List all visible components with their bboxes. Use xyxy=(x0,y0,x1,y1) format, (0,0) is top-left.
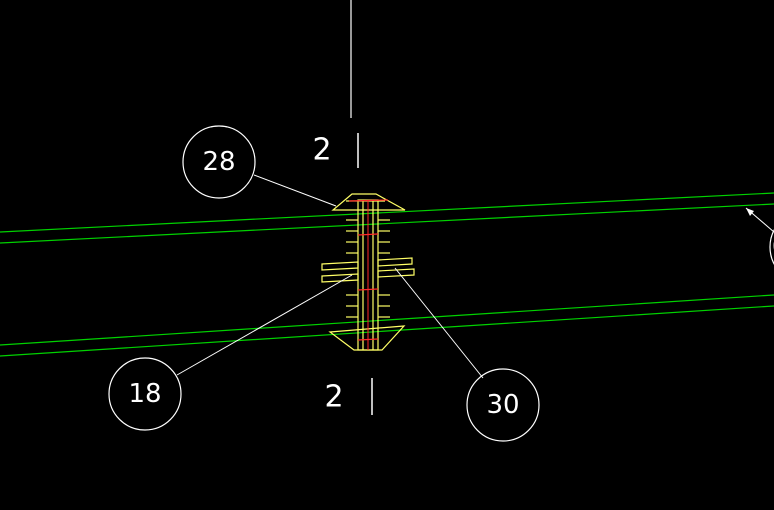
connector-centerline xyxy=(348,199,389,350)
callout-18[interactable]: 18 xyxy=(108,357,182,431)
beam-line-top-2 xyxy=(0,203,774,244)
connector-side-plates xyxy=(321,257,415,283)
callout-right-partial-label: 6 xyxy=(772,232,774,262)
callout-28[interactable]: 28 xyxy=(182,125,256,199)
section-mark-top-number: 2 xyxy=(312,133,331,168)
leader-lines xyxy=(176,174,774,379)
callout-18-circle xyxy=(108,357,182,431)
section-mark-bottom-number: 2 xyxy=(324,380,343,415)
section-mark-top: 2 xyxy=(312,133,359,168)
leader-right-arrowhead xyxy=(746,208,754,216)
callout-18-label: 18 xyxy=(128,379,161,409)
callout-28-label: 28 xyxy=(202,147,235,177)
leader-18 xyxy=(176,274,353,376)
connector-top-cap xyxy=(331,193,406,211)
beam-lines xyxy=(0,192,774,357)
connector-detail[interactable] xyxy=(321,193,415,351)
leader-28 xyxy=(253,174,337,207)
callout-right-partial[interactable]: 6 xyxy=(769,211,774,283)
callout-right-partial-circle xyxy=(769,229,774,265)
callout-30-label: 30 xyxy=(486,390,519,420)
connector-ticks xyxy=(346,219,390,318)
beam-line-top-1 xyxy=(0,192,774,233)
connector-bottom-cap xyxy=(328,325,406,351)
leader-30 xyxy=(394,267,484,379)
callout-28-circle xyxy=(182,125,256,199)
callout-30-circle xyxy=(466,368,540,442)
callout-30[interactable]: 30 xyxy=(466,368,540,442)
beam-line-bottom-2 xyxy=(0,305,774,357)
beam-line-bottom-1 xyxy=(0,294,774,346)
section-mark-bottom: 2 xyxy=(324,378,373,415)
